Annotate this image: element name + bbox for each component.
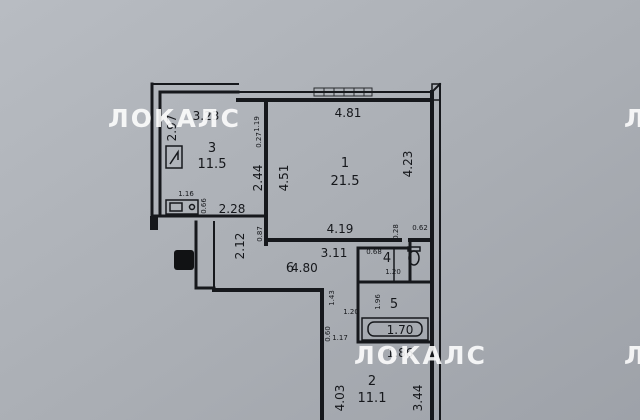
room-6-area: 4.80 [291, 261, 318, 275]
bathtub [361, 317, 429, 341]
dim-2-44: 2.44 [251, 165, 265, 192]
dim-1-20-lower: 1.20 [385, 268, 401, 276]
dim-1-96: 1.96 [374, 294, 382, 310]
dim-3-44: 3.44 [411, 385, 425, 412]
kitchen-stove [165, 145, 183, 169]
dim-0-66: 0.66 [200, 198, 208, 214]
dim-1-16: 1.16 [178, 190, 194, 198]
dim-3-23: 3.23 [193, 109, 220, 123]
room-3-number: 3 [208, 141, 216, 156]
walls [150, 82, 442, 420]
dim-2-97: 2.97 [165, 115, 179, 142]
room-4-number: 4 [383, 251, 391, 266]
dim-1-86: 1.86 [387, 346, 414, 360]
watermark-top: ЛОКАЛС [108, 104, 241, 133]
watermark-bottom-right-edge: ЛС [624, 341, 640, 370]
dim-4-81: 4.81 [335, 106, 362, 120]
dim-4-51: 4.51 [277, 165, 291, 192]
dim-1-19: 1.19 [253, 116, 261, 132]
dim-1-43: 1.43 [328, 290, 336, 306]
room-6-number: 6 [286, 261, 294, 276]
dim-0-87: 0.87 [256, 226, 264, 242]
dimension-labels: 4.81 4.23 4.51 4.19 3.23 2.97 2.44 2.28 … [165, 106, 428, 411]
watermark-top-right-edge: ЛС [624, 104, 640, 133]
dim-3-11: 3.11 [321, 246, 348, 260]
dim-2-12: 2.12 [233, 233, 247, 260]
ink-blot-mark [174, 250, 194, 270]
dim-0-27: 0.27 [255, 132, 263, 148]
room-2-number: 2 [368, 374, 376, 389]
kitchen-sink [165, 199, 199, 215]
dim-1-17: 1.17 [332, 334, 348, 342]
watermark-bottom: ЛОКАЛС [354, 341, 487, 370]
dim-1-70: 1.70 [387, 323, 414, 337]
dim-0-60: 0.60 [324, 326, 332, 342]
dim-4-03: 4.03 [333, 385, 347, 412]
dim-0-68: 0.68 [366, 248, 382, 256]
room-1-area: 21.5 [331, 174, 360, 189]
dim-0-62: 0.62 [412, 224, 428, 232]
room-labels: 1 21.5 2 11.1 3 11.5 4 5 6 4.80 [198, 141, 399, 406]
dim-4-23: 4.23 [401, 151, 415, 178]
dim-4-19: 4.19 [327, 222, 354, 236]
room-3-area: 11.5 [198, 157, 227, 172]
dim-2-28: 2.28 [219, 202, 246, 216]
toilet [407, 246, 421, 266]
dim-1-20-upper: 1.20 [343, 308, 359, 316]
room-1-number: 1 [341, 156, 349, 171]
room-5-number: 5 [390, 297, 398, 312]
dim-0-28: 0.28 [392, 224, 400, 240]
room-2-area: 11.1 [358, 391, 387, 406]
